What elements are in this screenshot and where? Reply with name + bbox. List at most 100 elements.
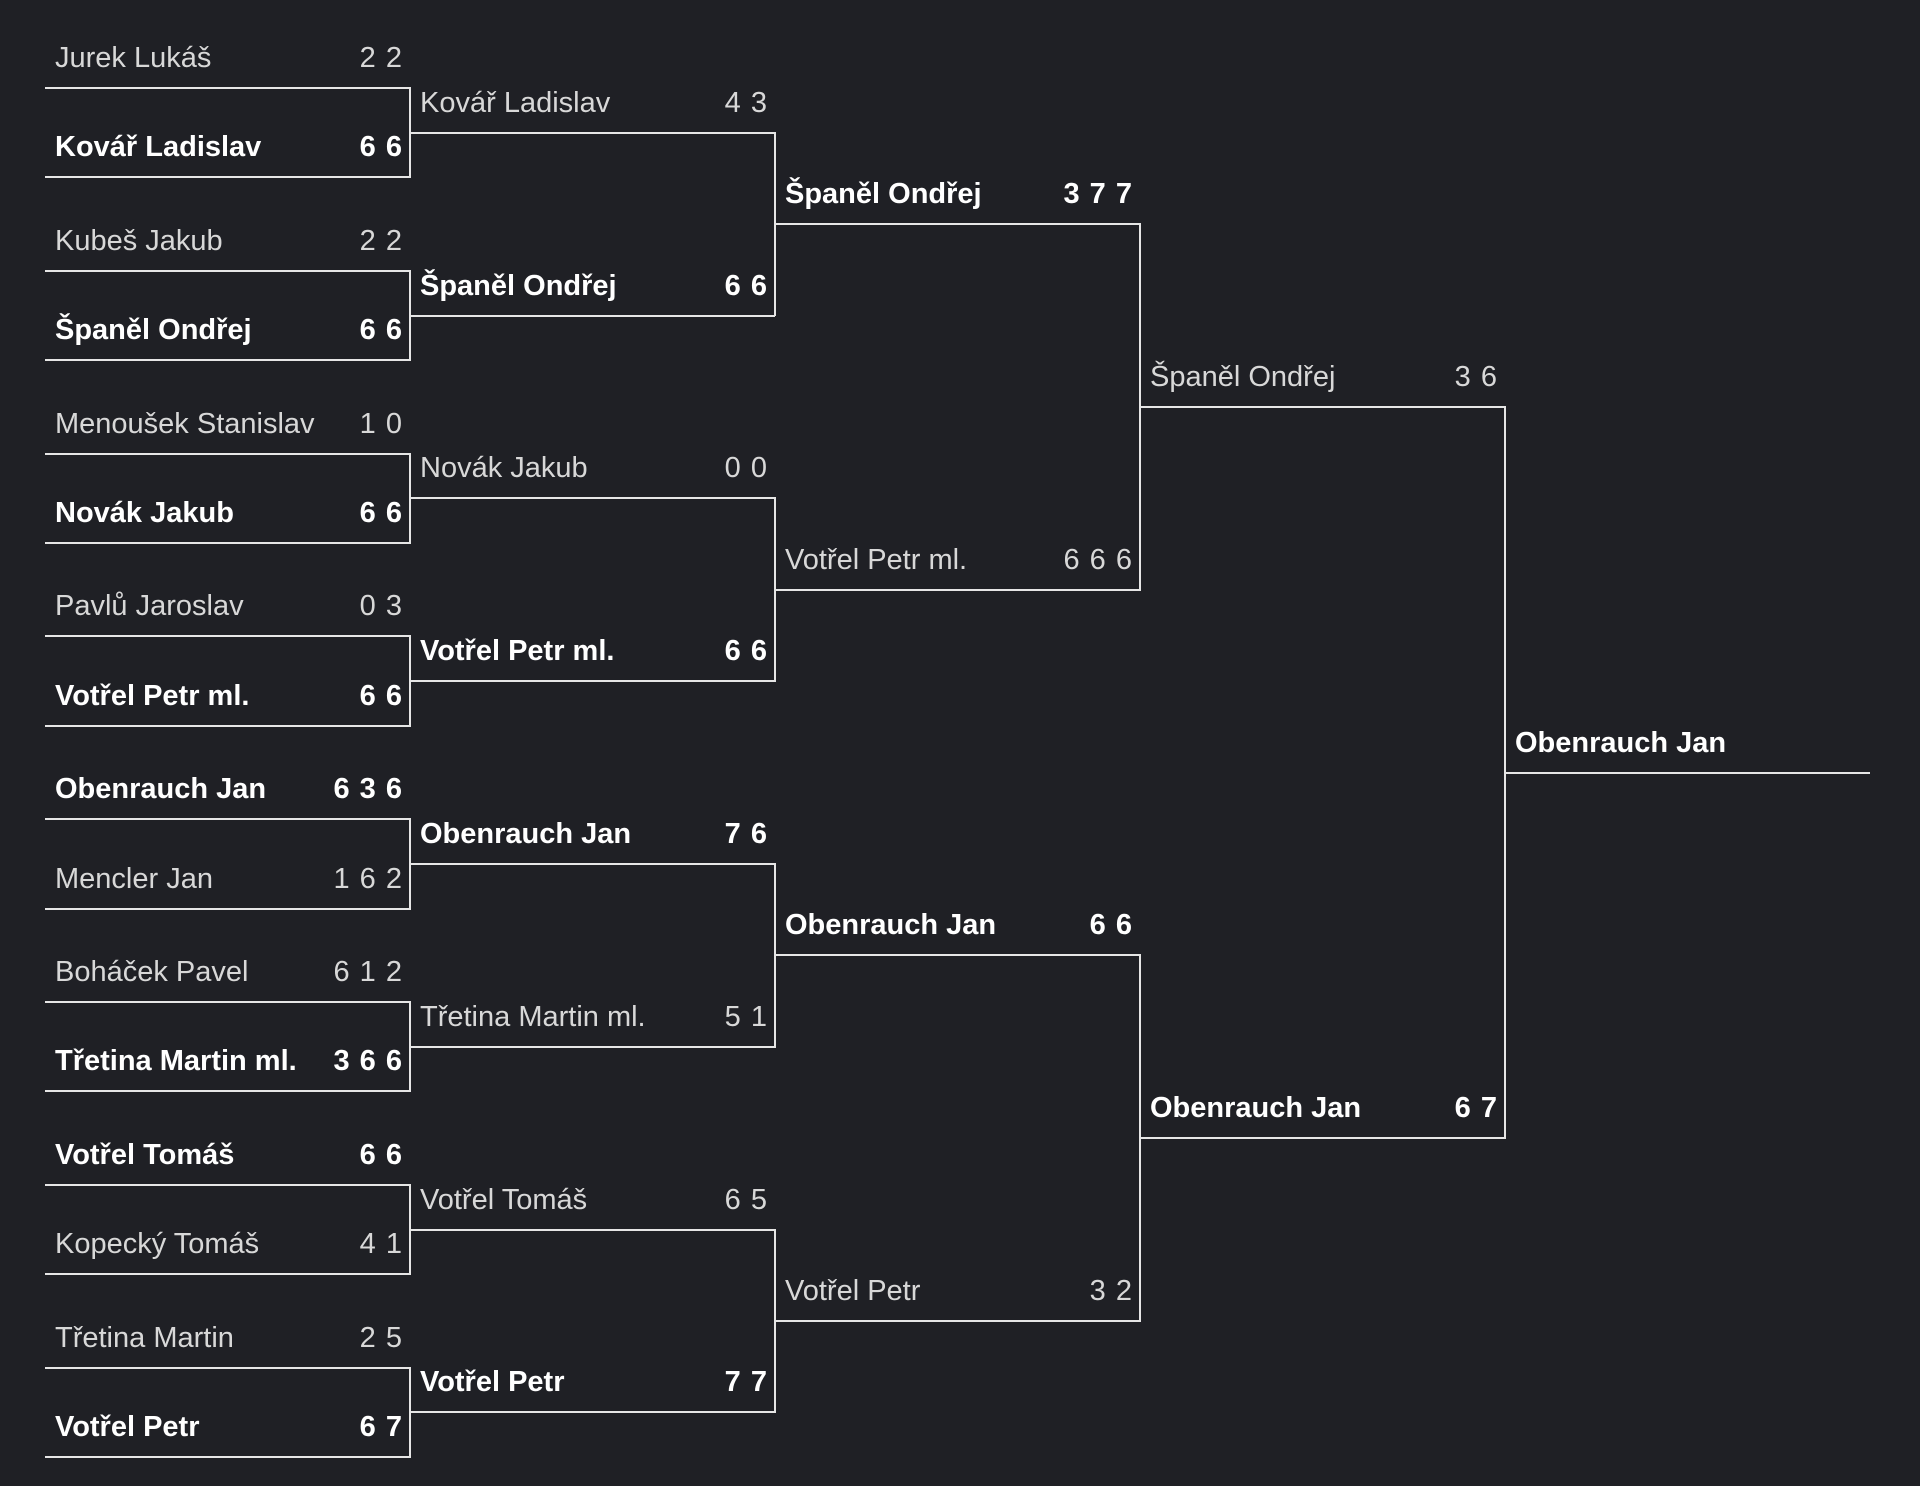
bracket-slot: Mencler Jan 1 6 2 [55, 859, 402, 899]
bracket-line [45, 635, 410, 638]
bracket-line [45, 818, 410, 821]
player-name: Kubeš Jakub [55, 224, 223, 257]
bracket-slot: Votřel Petr 3 2 [785, 1271, 1132, 1311]
player-score: 6 3 6 [333, 773, 403, 806]
player-name: Votřel Petr [420, 1366, 565, 1399]
bracket-line [45, 1273, 410, 1276]
bracket-line [45, 1456, 410, 1458]
player-score: 6 6 [724, 269, 767, 302]
bracket-line [45, 907, 410, 910]
player-score: 6 6 [359, 131, 402, 164]
player-score: 4 1 [359, 1228, 402, 1261]
player-name: Votřel Petr [55, 1411, 200, 1443]
bracket-line [45, 87, 410, 89]
bracket-slot: Votřel Petr ml.6 6 6 [785, 540, 1132, 580]
bracket-slot: Votřel Tomáš 6 5 [420, 1180, 767, 1220]
player-score: 6 6 [724, 635, 767, 668]
player-name: Obenrauch Jan [785, 909, 997, 942]
bracket-slot: Obenrauch Jan 6 3 6 [55, 769, 402, 809]
bracket-line [45, 452, 410, 455]
player-score: 6 6 [1089, 909, 1132, 942]
player-name: Votřel Tomáš [420, 1183, 588, 1216]
player-score: 6 6 [359, 679, 402, 712]
player-name: Kovář Ladislav [55, 131, 262, 164]
player-score: 6 6 6 [1063, 543, 1133, 576]
player-name: Novák Jakub [55, 497, 234, 529]
bracket-line [1140, 405, 1505, 408]
player-name: Třetina Martin ml. [420, 1000, 646, 1033]
bracket-slot: Obenrauch Jan 6 7 [1150, 1088, 1497, 1128]
player-name: Obenrauch Jan [1150, 1092, 1362, 1125]
bracket-line [410, 131, 775, 134]
bracket-slot: Kubeš Jakub 2 2 [55, 221, 402, 261]
player-name: Mencler Jan [55, 862, 213, 895]
player-score: 2 5 [359, 1321, 402, 1354]
bracket-slot: Obenrauch Jan 6 6 [785, 905, 1132, 945]
bracket-line [45, 724, 410, 727]
bracket-slot: Votřel Petr ml. 6 6 [420, 631, 767, 671]
player-score: 6 1 2 [333, 956, 403, 988]
player-score: 6 6 [359, 497, 402, 529]
player-score: 3 6 [1454, 360, 1497, 393]
player-name: Španěl Ondřej [420, 269, 617, 302]
bracket-slot: Španěl Ondřej 3 6 [1150, 357, 1497, 397]
bracket-line [45, 542, 410, 544]
champion-line [1505, 771, 1870, 774]
player-name: Obenrauch Jan [55, 773, 267, 806]
bracket-line [410, 680, 775, 683]
bracket-slot: Kovář Ladislav 6 6 [55, 127, 402, 167]
bracket-line [410, 314, 775, 317]
player-score: 1 0 [359, 407, 402, 440]
bracket-line [45, 359, 410, 362]
bracket-slot: Třetina Martin 2 5 [55, 1318, 402, 1358]
player-score: 6 6 [359, 1138, 402, 1171]
player-score: 0 3 [359, 590, 402, 623]
bracket-line [775, 954, 1140, 957]
player-name: Třetina Martin ml. [55, 1045, 297, 1078]
player-score: 1 6 2 [333, 862, 403, 895]
player-name: Menoušek Stanislav [55, 407, 315, 440]
player-score: 6 7 [1454, 1092, 1497, 1125]
bracket-slot: Votřel Petr 6 7 [55, 1407, 402, 1447]
bracket-slot: Třetina Martin ml. 3 6 6 [55, 1041, 402, 1081]
player-score: 2 2 [359, 42, 402, 74]
player-name: Kopecký Tomáš [55, 1228, 260, 1261]
player-score: 3 6 6 [333, 1045, 403, 1078]
bracket-slot: Španěl Ondřej 6 6 [420, 266, 767, 306]
bracket-slot: Pavlů Jaroslav 0 3 [55, 586, 402, 626]
bracket-slot: Votřel Petr 7 7 [420, 1362, 767, 1402]
player-score: 6 5 [724, 1183, 767, 1216]
player-name: Votřel Petr ml. [420, 635, 615, 668]
player-score: 7 7 [724, 1366, 767, 1399]
bracket-line [775, 223, 1140, 226]
player-name: Novák Jakub [420, 452, 588, 485]
bracket-line [45, 1090, 410, 1093]
player-name: Španěl Ondřej [55, 314, 252, 347]
bracket-line [45, 1366, 410, 1369]
player-name: Jurek Lukáš [55, 42, 212, 74]
player-score: 3 7 7 [1063, 178, 1133, 211]
player-name: Pavlů Jaroslav [55, 590, 244, 623]
bracket-slot: Novák Jakub 6 6 [55, 493, 402, 533]
bracket-slot: Votřel Petr ml. 6 6 [55, 676, 402, 716]
player-score: 2 2 [359, 224, 402, 257]
player-name: Votřel Tomáš [55, 1138, 235, 1171]
player-name: Votřel Petr [785, 1274, 921, 1307]
bracket-slot: Obenrauch Jan [1515, 723, 1862, 763]
player-name: Votřel Petr ml. [55, 679, 250, 712]
player-score: 6 7 [359, 1411, 402, 1443]
bracket-line [775, 588, 1140, 591]
bracket-line [1140, 1137, 1505, 1140]
player-name: Španěl Ondřej [1150, 360, 1336, 393]
player-score: 3 2 [1089, 1274, 1132, 1307]
player-name: Obenrauch Jan [420, 817, 632, 850]
bracket-slot: Jurek Lukáš 2 2 [55, 38, 402, 78]
player-name: Třetina Martin [55, 1321, 234, 1354]
bracket-line [45, 176, 410, 179]
bracket-slot: Menoušek Stanislav 1 0 [55, 404, 402, 444]
